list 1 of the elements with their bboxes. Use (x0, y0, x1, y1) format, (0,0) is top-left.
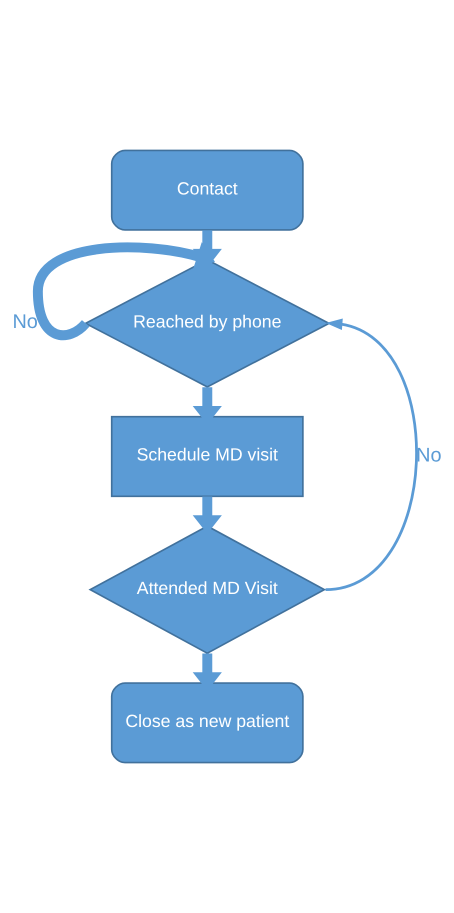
edge-label: No (12, 311, 38, 334)
